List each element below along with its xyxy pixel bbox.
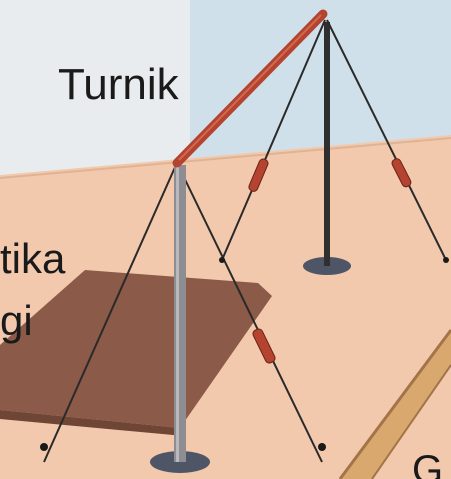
floor-seam [0,137,451,179]
partial-label-gi: gi [0,297,33,344]
wall-left [0,0,190,180]
near-pole [174,165,186,462]
floor-mat [0,270,272,428]
horizontal-bar-highlight [178,14,322,161]
cable-anchors [40,257,449,451]
far-pole [324,22,330,266]
guy-cables [43,19,447,463]
plank-edge-2 [371,364,451,479]
turnbuckles [248,158,412,364]
floor-mat-edge [0,410,184,436]
plank-edge [338,329,451,479]
partial-label-tika: tika [0,235,66,282]
near-pole-highlight [176,165,179,462]
turnik-label: Turnik [58,60,179,109]
partial-label-g: G [412,448,444,479]
